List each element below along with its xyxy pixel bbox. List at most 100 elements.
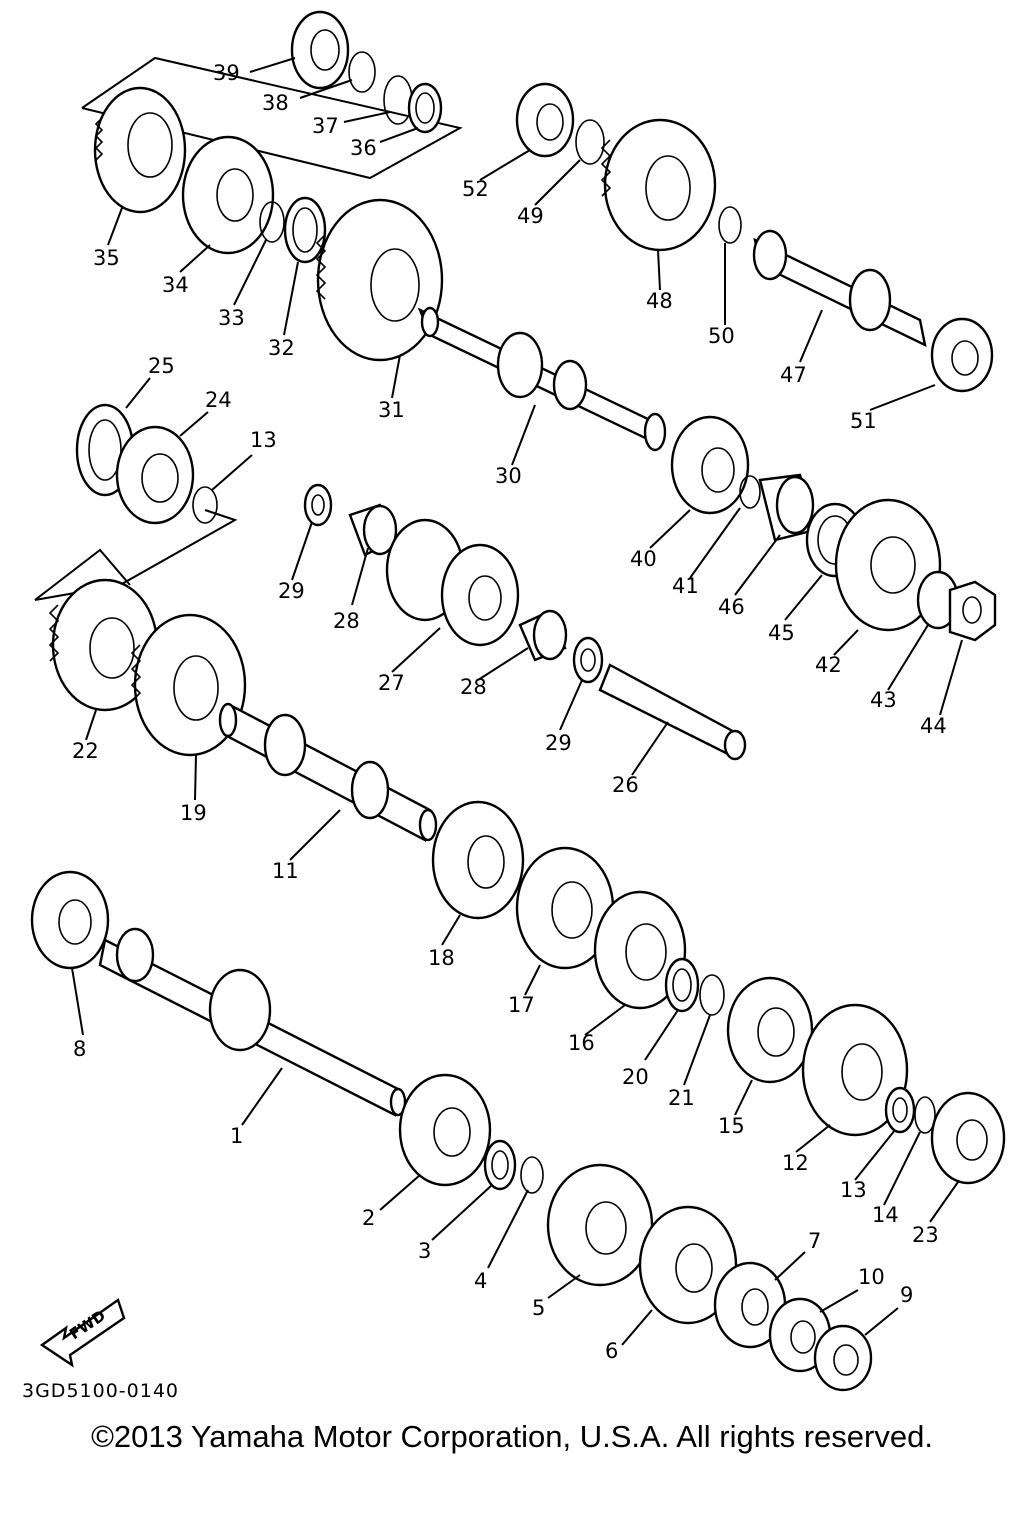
- gear-31: [315, 198, 444, 362]
- leader-line-34: [179, 244, 211, 273]
- shaft-11: [218, 702, 438, 842]
- part-number-44: 44: [920, 714, 947, 738]
- leader-line-49: [534, 159, 581, 206]
- bracket-group-22: [34, 548, 131, 601]
- part-number-49: 49: [517, 204, 544, 228]
- part-number-40: 40: [630, 547, 657, 571]
- washer-13-lower: [884, 1086, 916, 1134]
- leader-line-28: [351, 547, 369, 606]
- leader-line-42: [833, 629, 859, 656]
- leader-line-3: [431, 1184, 493, 1241]
- leader-line-40: [649, 509, 691, 549]
- leader-line-44: [939, 639, 963, 716]
- gear-6: [638, 1205, 738, 1325]
- part-number-37: 37: [312, 114, 339, 138]
- part-number-46: 46: [718, 595, 745, 619]
- circlip-21: [699, 974, 725, 1016]
- part-number-5: 5: [532, 1296, 545, 1320]
- part-number-35: 35: [93, 246, 120, 270]
- gear-2: [398, 1073, 492, 1187]
- shaft-1: [98, 927, 407, 1117]
- sprocket-42: [834, 498, 942, 632]
- leader-line-16: [584, 1004, 626, 1036]
- circlip-4: [520, 1156, 544, 1194]
- shaft-47: [752, 229, 927, 348]
- leader-line-20: [644, 1009, 679, 1061]
- leader-line-37: [343, 111, 391, 123]
- leader-line-32: [283, 261, 299, 336]
- circlip-14: [914, 1096, 936, 1134]
- gear-48: [600, 118, 717, 252]
- part-number-42: 42: [815, 653, 842, 677]
- gear-12: [801, 1003, 909, 1137]
- part-number-31: 31: [378, 398, 405, 422]
- part-callouts: 1234567891011121313141516171819202122232…: [71, 57, 963, 1363]
- bearing-23: [930, 1091, 1006, 1185]
- washer-29-upper: [303, 483, 333, 527]
- gear-16: [593, 890, 687, 1010]
- part-number-12: 12: [782, 1151, 809, 1175]
- leader-line-4: [487, 1189, 529, 1269]
- part-number-43: 43: [870, 688, 897, 712]
- bearing-40: [670, 415, 750, 515]
- leader-line-9: [864, 1307, 899, 1336]
- part-number-18: 18: [428, 946, 455, 970]
- part-number-38: 38: [262, 91, 289, 115]
- washer-32: [283, 196, 327, 264]
- leader-line-31: [391, 354, 401, 399]
- part-number-24: 24: [205, 388, 232, 412]
- bearing-8: [30, 870, 110, 970]
- leader-line-41: [689, 507, 741, 579]
- part-number-1: 1: [230, 1124, 243, 1148]
- leader-line-6: [621, 1309, 653, 1346]
- leader-line-29: [291, 521, 313, 581]
- leader-line-11: [289, 809, 341, 861]
- fwd-arrow-icon: FWD: [39, 1298, 126, 1368]
- leader-line-51: [869, 384, 936, 411]
- leader-line-21: [683, 1014, 711, 1086]
- leader-line-25: [125, 377, 151, 409]
- leader-line-47: [799, 309, 823, 363]
- part-number-32: 32: [268, 336, 295, 360]
- leader-line-29: [559, 679, 583, 731]
- drawing-code: 3GD5100-0140: [22, 1380, 180, 1402]
- part-number-16: 16: [568, 1031, 595, 1055]
- nut-44: [948, 580, 997, 642]
- washer-3: [483, 1139, 517, 1191]
- leader-line-1: [241, 1067, 283, 1126]
- part-number-29: 29: [545, 731, 572, 755]
- circlip-33: [259, 201, 285, 243]
- part-number-7: 7: [808, 1229, 821, 1253]
- hub-34: [181, 135, 275, 255]
- leader-line-5: [547, 1274, 581, 1299]
- collar-36: [407, 82, 443, 134]
- part-number-33: 33: [218, 306, 245, 330]
- part-number-22: 22: [72, 739, 99, 763]
- seal-9: [813, 1324, 873, 1392]
- part-number-47: 47: [780, 363, 807, 387]
- bracket-group-35-39: [81, 56, 463, 180]
- circlip-13-upper: [192, 486, 218, 524]
- circlip-50: [718, 206, 742, 244]
- part-number-9: 9: [900, 1283, 913, 1307]
- part-number-10: 10: [858, 1265, 885, 1289]
- gear-35: [93, 86, 187, 214]
- leader-line-2: [379, 1174, 421, 1211]
- gear-19: [130, 613, 247, 757]
- leader-line-36: [379, 127, 419, 143]
- gear-27: [385, 518, 520, 647]
- leader-line-24: [179, 411, 209, 437]
- part-number-30: 30: [495, 464, 522, 488]
- part-number-13: 13: [840, 1178, 867, 1202]
- bearing-28-upper: [348, 503, 398, 557]
- leader-line-19: [194, 754, 197, 801]
- part-number-51: 51: [850, 409, 877, 433]
- clip-38: [348, 51, 376, 93]
- gear-18: [431, 800, 525, 920]
- part-number-17: 17: [508, 993, 535, 1017]
- part-number-36: 36: [350, 136, 377, 160]
- part-number-29: 29: [278, 579, 305, 603]
- circlip-41: [739, 475, 761, 509]
- leader-line-28: [477, 647, 529, 681]
- leader-line-10: [819, 1289, 859, 1313]
